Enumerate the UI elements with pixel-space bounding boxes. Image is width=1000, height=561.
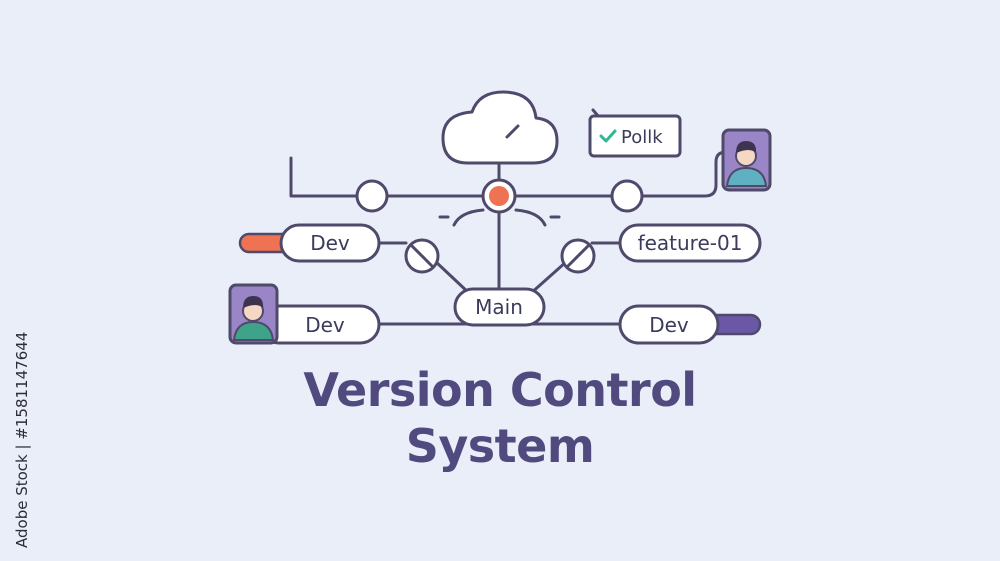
dev-left-pill: Dev: [279, 223, 381, 263]
page-title: Version Control System: [0, 362, 1000, 474]
dev-bottom-left-label: Dev: [305, 313, 345, 337]
title-line-1: Version Control: [303, 363, 697, 417]
dev-left-label: Dev: [310, 231, 350, 255]
main-label: Main: [475, 295, 523, 319]
stock-id-text: Adobe Stock | #1581147644: [13, 332, 31, 548]
top-right-node: [610, 179, 644, 213]
top-left-node: [355, 179, 389, 213]
main-pill: Main: [453, 287, 546, 327]
right-splay-arc: [514, 208, 547, 227]
commit-badge: Pollk: [588, 108, 682, 158]
dev-bottom-right-pill: Dev: [618, 304, 720, 345]
badge-label: Pollk: [621, 127, 663, 148]
dev-bottom-left-pill: Dev: [258, 304, 381, 345]
left-merge-node: [404, 238, 440, 274]
left-diagonal: [434, 260, 472, 296]
feature-label: feature-01: [638, 231, 743, 255]
right-diagonal: [528, 260, 568, 296]
left-splay-arc: [452, 208, 485, 227]
top-branch-line: [289, 150, 728, 198]
avatar-bottom-left: [228, 283, 279, 345]
feature-pill: feature-01: [618, 223, 762, 263]
check-icon: [599, 129, 617, 143]
dev-bottom-right-label: Dev: [649, 313, 689, 337]
cloud-icon: [441, 90, 559, 165]
right-merge-node: [560, 238, 596, 274]
center-node-core: [489, 186, 509, 206]
avatar-top-right: [721, 128, 772, 192]
title-line-2: System: [405, 419, 595, 473]
